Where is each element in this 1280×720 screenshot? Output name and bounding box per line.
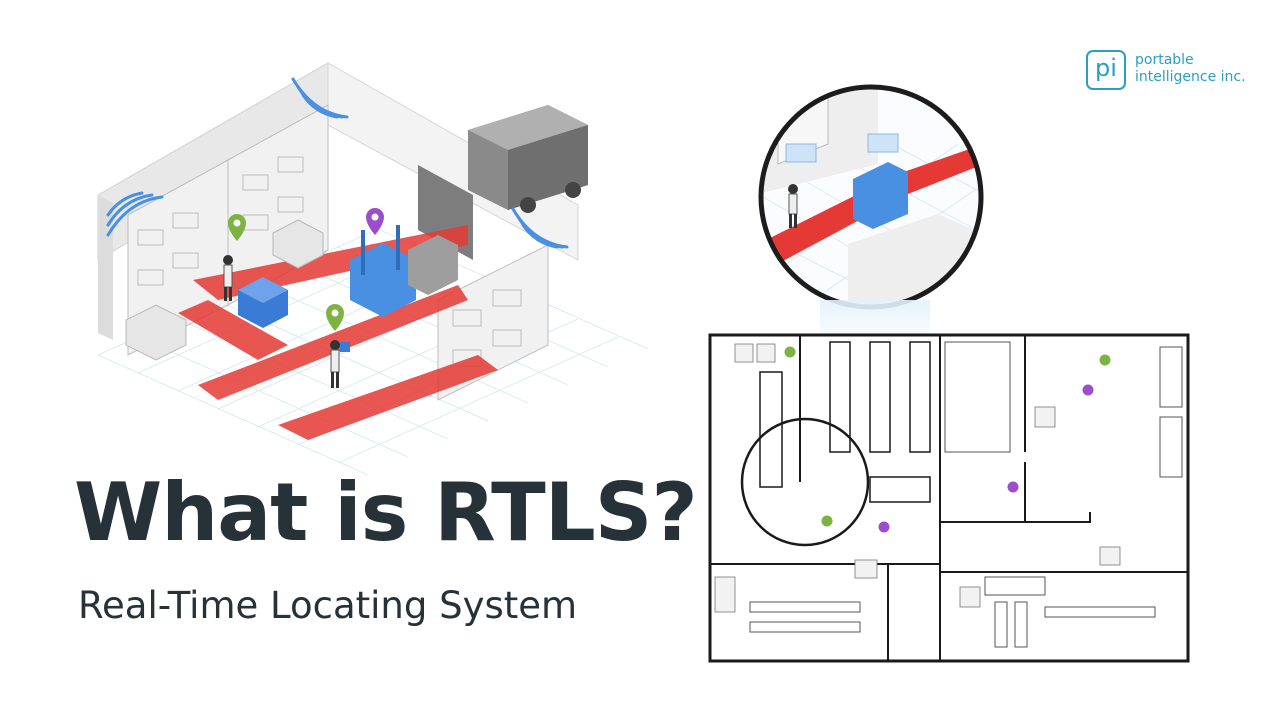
- company-logo: pi portable intelligence inc.: [1086, 50, 1266, 96]
- worker-icon: [223, 255, 233, 301]
- forklift-icon: [350, 225, 458, 317]
- location-pin-icon: [228, 214, 246, 241]
- zoom-magnifier-circle: [758, 84, 984, 310]
- page-subtitle: Real-Time Locating System: [78, 584, 578, 627]
- page-title: What is RTLS?: [74, 466, 698, 559]
- wifi-signal-icon: [106, 191, 164, 237]
- boxes: [125, 219, 324, 361]
- wifi-signal-icon: [511, 207, 569, 249]
- warehouse-illustration: [97, 62, 649, 475]
- worker-icon: [330, 340, 350, 388]
- pallet: [238, 277, 288, 328]
- truck-icon: [468, 105, 588, 213]
- wifi-signal-icon: [291, 77, 349, 119]
- logo-line-2: intelligence inc.: [1135, 69, 1246, 85]
- tracked-tag-markers: [784, 346, 1111, 533]
- logo-mark: pi: [1086, 50, 1126, 90]
- worker-icon: [788, 184, 798, 228]
- forklift-icon: [853, 162, 908, 229]
- zoom-beam: [820, 300, 930, 334]
- location-pin-icon: [326, 304, 344, 331]
- floor-plan: [708, 333, 1190, 663]
- location-pin-icon: [366, 208, 384, 235]
- side-wall: [98, 195, 113, 340]
- logo-line-1: portable: [1135, 52, 1194, 68]
- logo-wordmark: portable intelligence inc.: [1135, 52, 1246, 86]
